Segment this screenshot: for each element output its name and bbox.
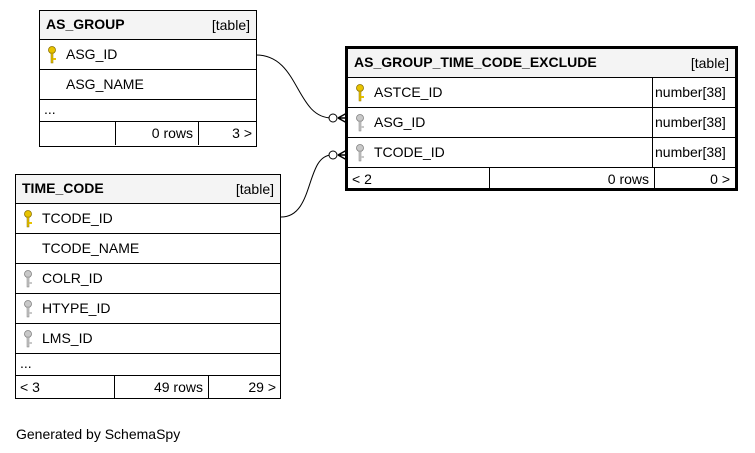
generator-credit: Generated by SchemaSpy	[16, 426, 181, 442]
relation-asg-id	[255, 54, 333, 119]
column-row: ASG_ID number[38]	[348, 108, 735, 138]
children-count[interactable]: 29 >	[248, 379, 276, 395]
column-name: TCODE_NAME	[42, 240, 140, 256]
foreign-key-icon	[24, 330, 32, 348]
more-columns: ...	[16, 354, 280, 376]
table-name: AS_GROUP	[46, 16, 125, 32]
relation-asg-id-optional-marker	[328, 113, 338, 123]
column-row: ASG_ID	[40, 40, 256, 70]
table-time-code[interactable]: TIME_CODE [table] TCODE_ID TCODE_NAME CO…	[15, 174, 281, 399]
column-row: LMS_ID	[16, 324, 280, 354]
table-name: TIME_CODE	[22, 180, 104, 196]
column-row: HTYPE_ID	[16, 294, 280, 324]
primary-key-icon	[356, 84, 364, 102]
primary-key-icon	[24, 210, 32, 228]
row-count: 49 rows	[153, 379, 203, 395]
relation-tcode-id	[280, 154, 333, 218]
column-name: ASG_NAME	[66, 76, 144, 92]
parents-count[interactable]: < 3	[20, 379, 40, 395]
column-type: number[38]	[652, 78, 735, 107]
column-name: ASTCE_ID	[374, 84, 443, 100]
column-row: ASTCE_ID number[38]	[348, 78, 735, 108]
row-count: 0 rows	[151, 125, 193, 141]
table-header: TIME_CODE [table]	[16, 175, 280, 204]
column-name: HTYPE_ID	[42, 300, 111, 316]
table-footer: < 3 49 rows 29 >	[16, 376, 280, 399]
table-kind: [table]	[690, 55, 729, 71]
table-header: AS_GROUP [table]	[40, 11, 256, 40]
table-kind: [table]	[235, 181, 274, 197]
column-type: number[38]	[652, 138, 735, 167]
column-row: TCODE_ID	[16, 204, 280, 234]
table-header: AS_GROUP_TIME_CODE_EXCLUDE [table]	[348, 49, 735, 78]
column-name: LMS_ID	[42, 330, 93, 346]
children-count[interactable]: 3 >	[232, 125, 252, 141]
column-row: COLR_ID	[16, 264, 280, 294]
column-name: ASG_ID	[374, 114, 426, 130]
table-footer: < 2 0 rows 0 >	[348, 168, 735, 191]
column-name: TCODE_ID	[374, 144, 445, 160]
table-footer: 0 rows 3 >	[40, 122, 256, 145]
row-count: 0 rows	[607, 171, 649, 187]
more-columns: ...	[40, 100, 256, 122]
column-name: ASG_ID	[66, 46, 118, 62]
foreign-key-icon	[356, 114, 364, 132]
table-as-group-time-code-exclude[interactable]: AS_GROUP_TIME_CODE_EXCLUDE [table] ASTCE…	[345, 46, 738, 191]
table-as-group[interactable]: AS_GROUP [table] ASG_ID ASG_NAME ... 0 r…	[39, 10, 257, 147]
foreign-key-icon	[24, 300, 32, 318]
table-name: AS_GROUP_TIME_CODE_EXCLUDE	[354, 54, 597, 70]
primary-key-icon	[48, 46, 56, 64]
column-row: ASG_NAME	[40, 70, 256, 100]
column-name: COLR_ID	[42, 270, 103, 286]
relation-tcode-id-optional-marker	[328, 150, 338, 160]
column-row: TCODE_ID number[38]	[348, 138, 735, 168]
parents-count[interactable]: < 2	[352, 171, 372, 187]
column-type: number[38]	[652, 108, 735, 137]
foreign-key-icon	[24, 270, 32, 288]
table-kind: [table]	[211, 17, 250, 33]
column-name: TCODE_ID	[42, 210, 113, 226]
column-row: TCODE_NAME	[16, 234, 280, 264]
foreign-key-icon	[356, 144, 364, 162]
children-count[interactable]: 0 >	[710, 171, 730, 187]
